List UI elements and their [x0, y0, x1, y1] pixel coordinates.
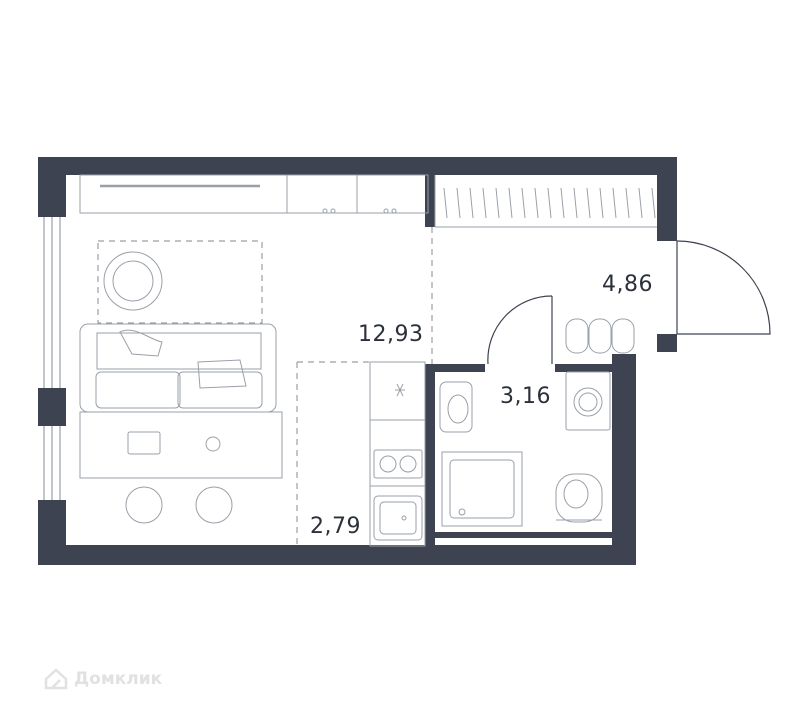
laptop	[127, 431, 161, 455]
bath-partition-top-left	[435, 364, 485, 372]
wardrobe-hanger	[495, 187, 500, 219]
sink	[373, 495, 423, 541]
round-pouf	[103, 251, 163, 311]
top-wall	[38, 157, 660, 175]
desk	[79, 411, 283, 479]
kitchen-counter	[369, 361, 426, 547]
chair-right	[195, 486, 233, 524]
wardrobe-hanger	[521, 187, 526, 219]
wardrobe-hanger	[560, 187, 565, 219]
cooktop	[373, 449, 423, 479]
wardrobe-hanger	[508, 187, 513, 219]
bathroom-fixtures	[439, 371, 611, 527]
wardrobe-hanger	[612, 187, 617, 219]
windows	[43, 217, 61, 500]
area-label-living: 12,93	[358, 322, 424, 347]
hall-partition-top	[425, 175, 435, 227]
doors	[487, 240, 771, 365]
rug-outline	[97, 240, 263, 324]
wardrobe-hanger	[586, 187, 591, 219]
bottom-wall	[38, 545, 636, 565]
bath-partition-left	[425, 364, 435, 546]
washing-machine	[565, 371, 611, 431]
left-wall-mid	[38, 388, 66, 426]
bath-door-swing	[487, 295, 553, 365]
area-label-kitchen: 2,79	[310, 514, 361, 539]
wardrobe-hanger	[625, 187, 630, 219]
bath-partition-bottom	[435, 532, 612, 538]
left-wall-top	[38, 157, 66, 217]
wardrobe-hanger	[638, 187, 643, 219]
teddy-bear	[119, 329, 163, 357]
zone-dividers	[97, 227, 433, 546]
right-wall-upper	[657, 157, 677, 241]
watermark-text: Домклик	[74, 669, 163, 689]
wardrobe-hanger	[469, 187, 474, 219]
house-logo-icon	[44, 668, 68, 690]
right-wall-lower	[612, 370, 636, 565]
desk-lamp	[205, 436, 221, 452]
wardrobe-hanger	[599, 187, 604, 219]
right-wall-corner	[612, 354, 636, 370]
chair-left	[125, 486, 163, 524]
living-furniture	[79, 174, 429, 524]
wardrobe-hanger	[443, 187, 448, 219]
wardrobe-hanger	[456, 187, 461, 219]
wardrobe-hanger	[547, 187, 552, 219]
kitchen-furniture	[369, 361, 426, 547]
right-wall-stub	[657, 334, 677, 352]
wardrobe-hanger	[482, 187, 487, 219]
wardrobe-hanger	[651, 187, 656, 219]
entrance-door-swing	[676, 240, 771, 335]
wall-cabinet	[79, 174, 429, 214]
toilet	[555, 473, 603, 523]
wardrobe	[434, 175, 657, 228]
walls	[38, 157, 677, 565]
area-label-bathroom: 3,16	[500, 384, 551, 409]
washbasin	[439, 381, 473, 433]
watermark: Домклик	[44, 668, 162, 690]
wardrobe-hanger	[573, 187, 578, 219]
shower-tray	[441, 451, 523, 527]
bath-partition-top-right	[555, 364, 612, 372]
shoe-bench	[565, 318, 635, 354]
wardrobe-hanger	[534, 187, 539, 219]
pillow	[197, 359, 247, 389]
area-label-hall: 4,86	[602, 272, 653, 297]
